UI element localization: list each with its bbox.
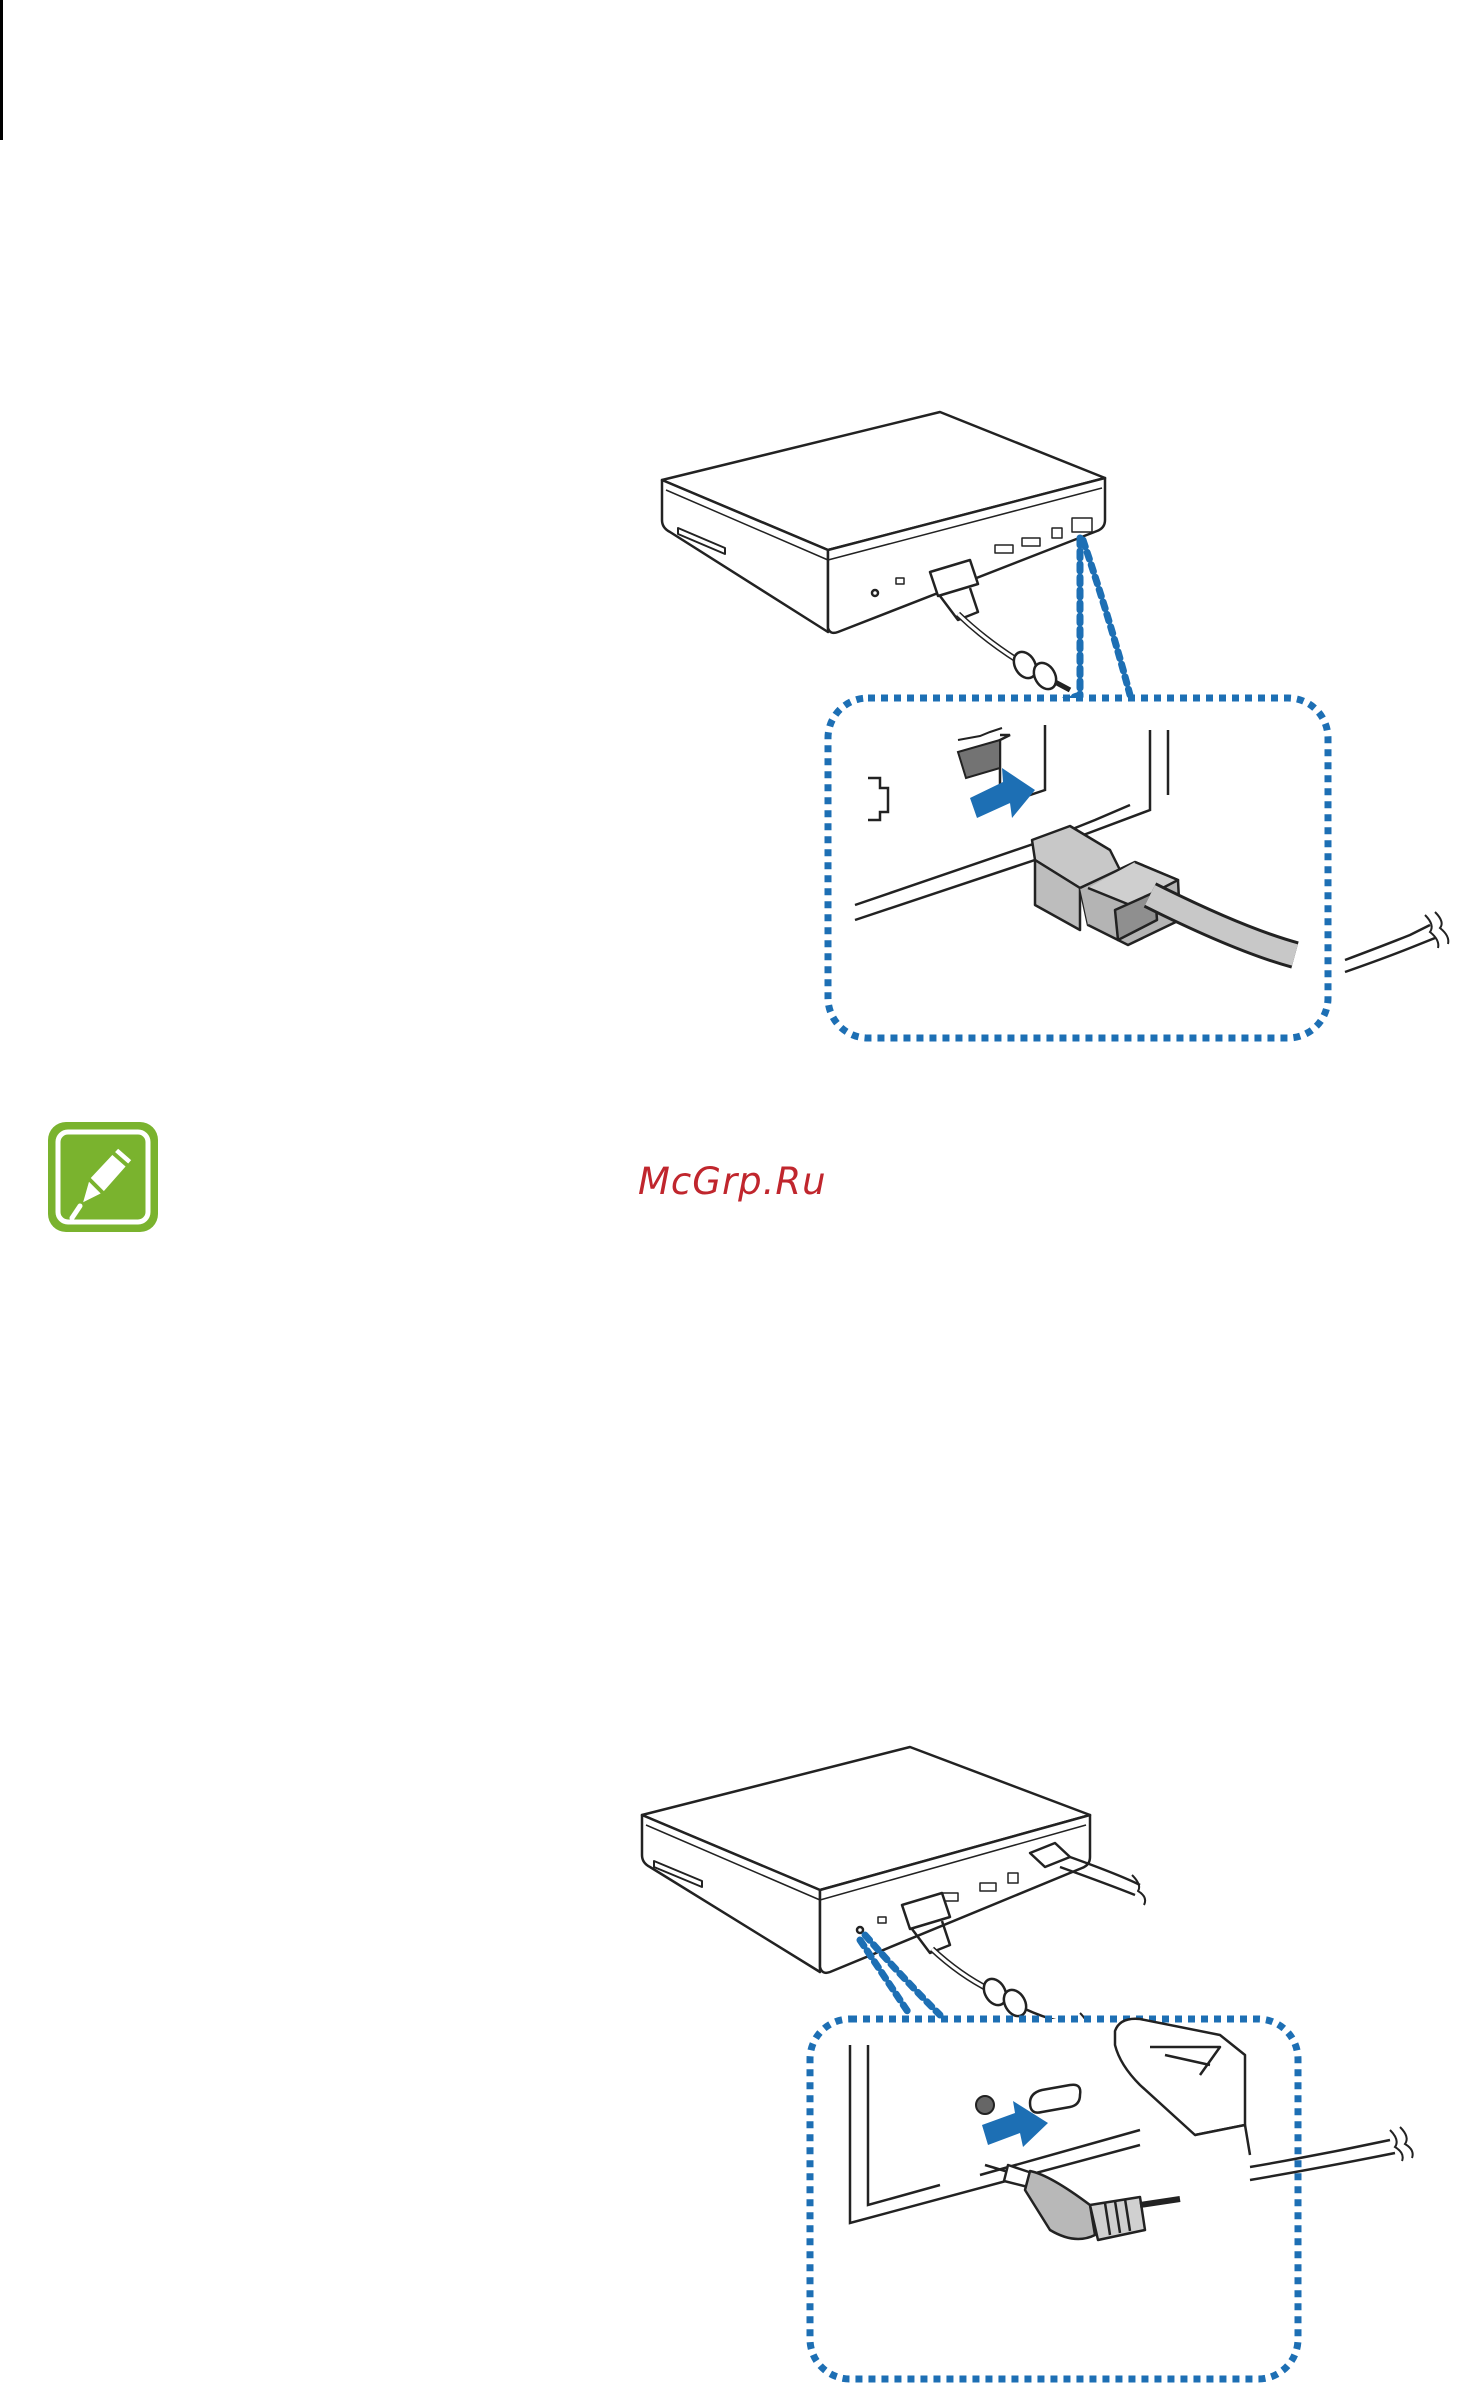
pencil-note-icon xyxy=(44,1118,162,1236)
zoom-panel xyxy=(810,2019,1298,2379)
power-connection-figure xyxy=(620,1735,1480,2389)
zoom-panel xyxy=(828,698,1328,1038)
ethernet-connection-figure xyxy=(640,400,1480,1060)
device-box xyxy=(642,1747,1145,2043)
zoom-guide-lines xyxy=(1065,538,1130,700)
zoom-guide-lines xyxy=(860,1935,940,2015)
page-edge-bar xyxy=(0,0,3,140)
watermark-text: McGrp.Ru xyxy=(638,1160,848,1210)
device-box xyxy=(662,412,1105,693)
